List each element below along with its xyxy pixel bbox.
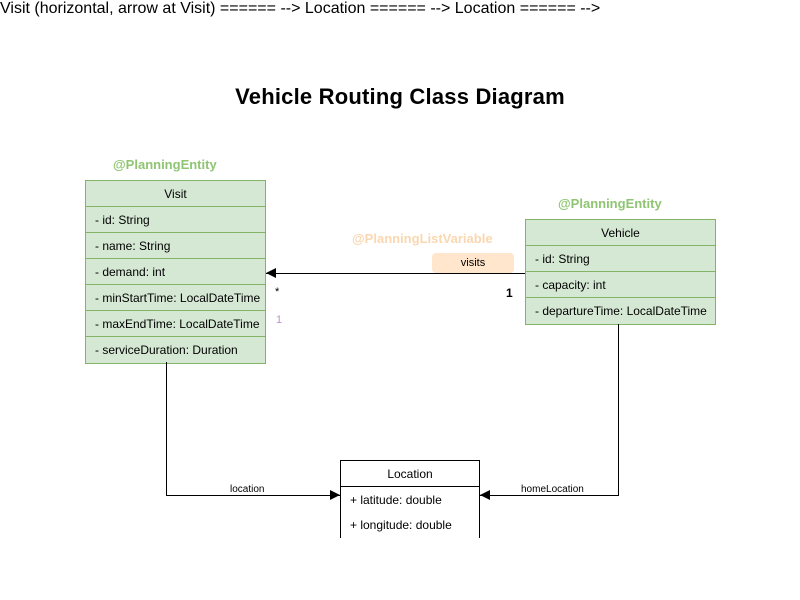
page-title: Vehicle Routing Class Diagram [235,84,565,109]
vehicle-stereotype: @PlanningEntity [558,196,662,211]
edge-label-location: location [227,484,268,495]
class-box-vehicle[interactable]: Vehicle - id: String - capacity: int - d… [525,219,716,325]
multiplicity-secondary: 1 [276,314,283,326]
visits-badge: visits [432,253,514,273]
edge-vehicle-visits-line [266,273,525,274]
location-class-name: Location [341,461,479,487]
edge-vehicle-visits-arrowhead [266,268,276,278]
visit-class-name: Visit [86,181,265,207]
visit-attribute: - serviceDuration: Duration [86,337,265,363]
visit-stereotype: @PlanningEntity [113,157,217,172]
visit-attribute: - demand: int [86,259,265,285]
edge-vehicle-homelocation-arrowhead [480,490,490,500]
visit-attribute: - name: String [86,233,265,259]
class-box-location[interactable]: Location + latitude: double + longitude:… [340,460,480,538]
visit-attribute: - maxEndTime: LocalDateTime [86,311,265,337]
location-attribute: + longitude: double [341,513,479,538]
edge-vehicle-homelocation-vertical [618,324,619,496]
vehicle-attribute: - id: String [526,246,715,272]
class-box-visit[interactable]: Visit - id: String - name: String - dema… [85,180,266,364]
edge-label-homelocation: homeLocation [518,484,587,495]
visit-attribute: - id: String [86,207,265,233]
multiplicity-vehicle-side: 1 [506,286,513,300]
vehicle-attribute: - departureTime: LocalDateTime [526,298,715,324]
edge-visit-location-vertical [166,362,167,496]
vehicle-class-name: Vehicle [526,220,715,246]
visits-stereotype: @PlanningListVariable [352,231,493,246]
visit-attribute: - minStartTime: LocalDateTime [86,285,265,311]
location-attribute: + latitude: double [341,487,479,513]
multiplicity-visit-side: * [275,286,280,298]
vehicle-attribute: - capacity: int [526,272,715,298]
edge-visit-location-arrowhead [330,490,340,500]
edge-visit-location-horizontal [166,495,340,496]
edge-vehicle-homelocation-horizontal [480,495,619,496]
